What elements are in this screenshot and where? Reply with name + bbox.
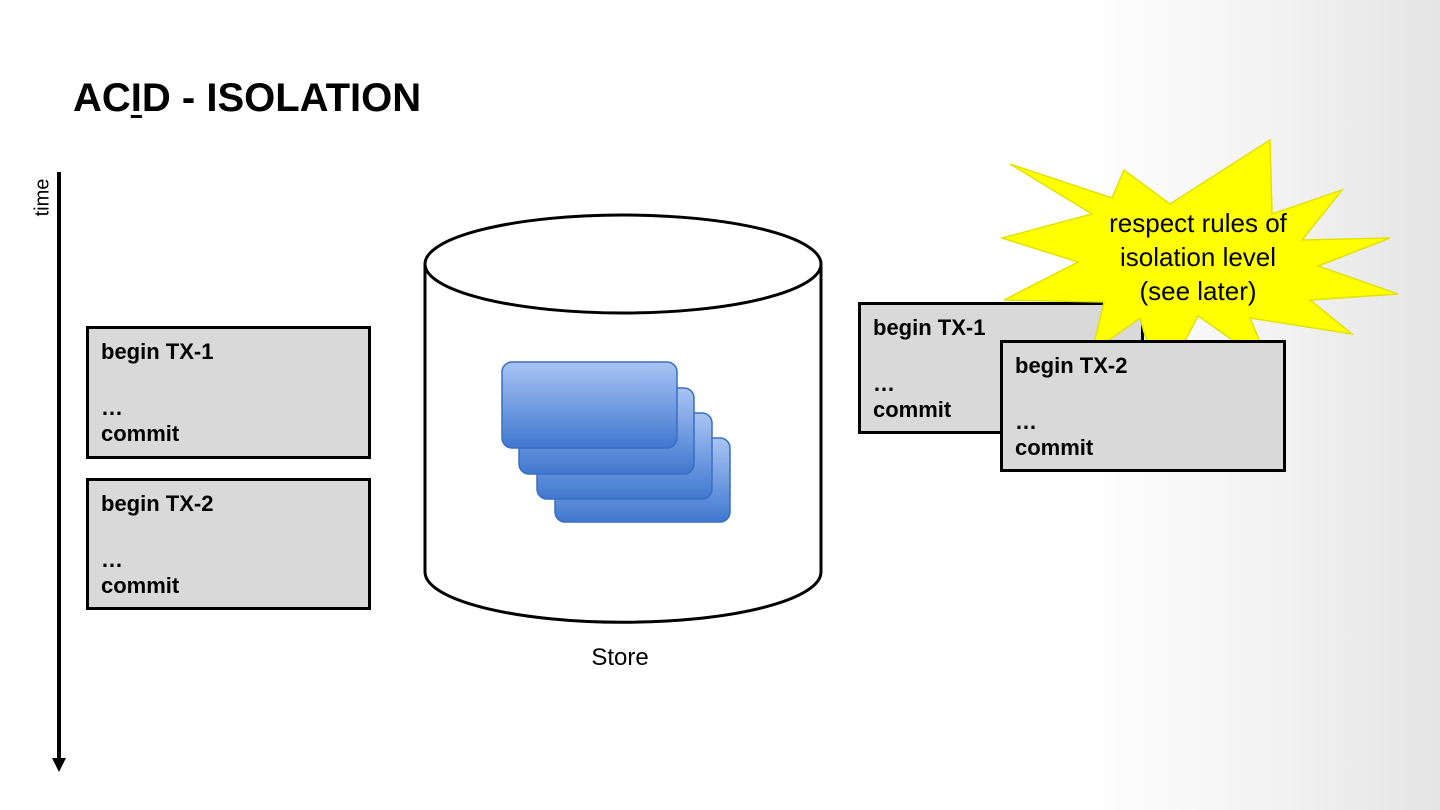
left-tx-1-begin: begin TX-1 xyxy=(101,339,214,364)
right-tx-1-begin: begin TX-1 xyxy=(873,315,986,340)
store-record-1 xyxy=(501,361,678,449)
store-label: Store xyxy=(591,644,649,671)
slide-title: ACID - ISOLATION xyxy=(73,76,421,121)
time-axis-arrow-icon xyxy=(52,758,66,772)
callout-line-2: isolation level xyxy=(1119,242,1277,272)
title-underlined-letter: I xyxy=(130,76,142,120)
callout-line-3: (see later) xyxy=(1139,276,1257,306)
time-axis-line xyxy=(57,172,61,760)
left-tx-1-commit: commit xyxy=(101,421,180,446)
title-prefix: AC xyxy=(73,76,131,120)
left-tx-1-box: begin TX-1 … commit xyxy=(86,326,371,459)
title-suffix: D - ISOLATION xyxy=(141,76,422,120)
callout-line-1: respect rules of xyxy=(1109,208,1287,238)
left-tx-1-ellipsis: … xyxy=(101,395,123,420)
right-tx-2-box: begin TX-2 … commit xyxy=(1000,340,1286,472)
right-tx-2-ellipsis: … xyxy=(1015,409,1037,434)
callout-text: respect rules of isolation level (see la… xyxy=(1068,206,1328,308)
left-tx-2-ellipsis: … xyxy=(101,547,123,572)
left-tx-2-begin: begin TX-2 xyxy=(101,491,214,516)
store-records xyxy=(501,361,731,523)
left-tx-2-commit: commit xyxy=(101,573,180,598)
right-tx-2-begin: begin TX-2 xyxy=(1015,353,1128,378)
right-tx-1-ellipsis: … xyxy=(873,371,895,396)
right-tx-2-commit: commit xyxy=(1015,435,1094,460)
store-cylinder-top xyxy=(423,213,823,315)
right-tx-1-commit: commit xyxy=(873,397,952,422)
left-tx-2-box: begin TX-2 … commit xyxy=(86,478,371,610)
